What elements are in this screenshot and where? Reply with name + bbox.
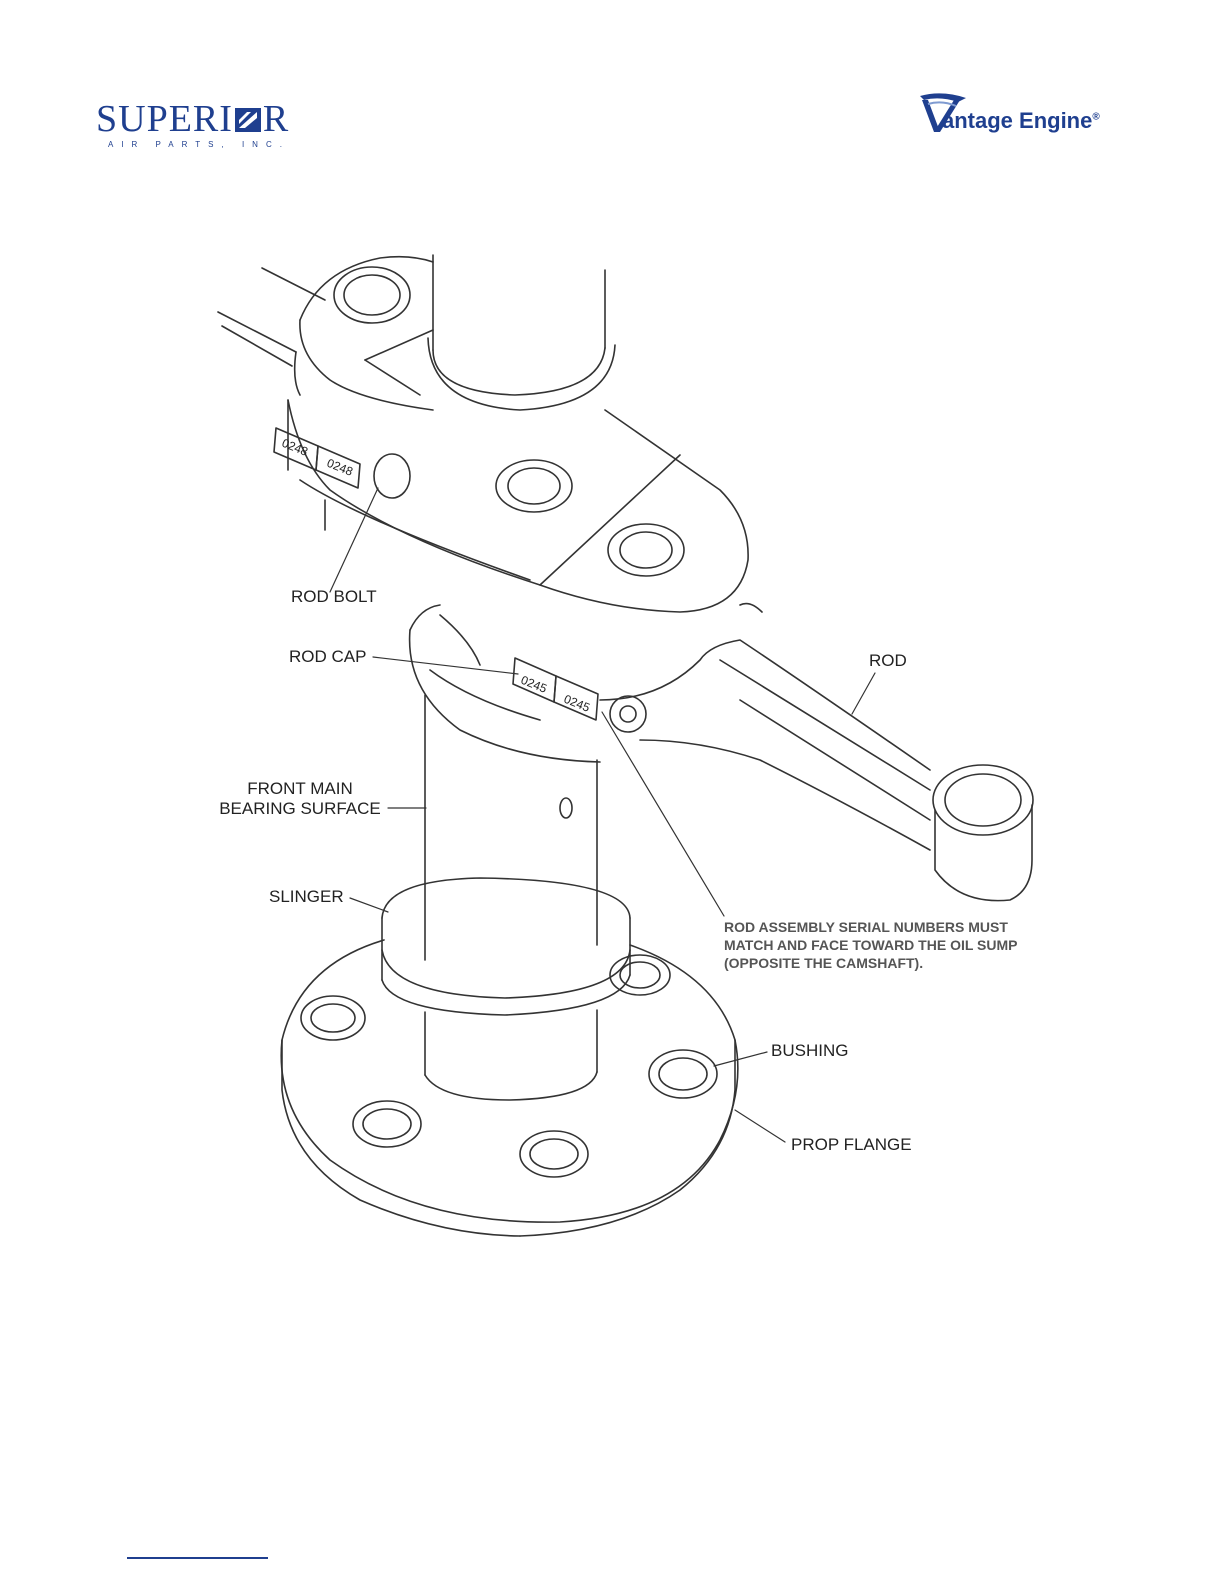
upper-crankshaft-journal (428, 255, 615, 410)
label-front-main-bearing: FRONT MAIN BEARING SURFACE (216, 779, 384, 819)
note-line2: MATCH AND FACE TOWARD THE OIL SUMP (724, 936, 1017, 954)
slinger (382, 878, 630, 1015)
prop-flange (281, 940, 738, 1236)
right-connecting-rod (600, 604, 1033, 901)
serial-upper-a: 0248 (280, 436, 310, 459)
upper-rod-cap-plate (288, 400, 748, 612)
lower-serial-tags (513, 658, 646, 732)
label-rod: ROD (869, 651, 907, 671)
label-rod-cap: ROD CAP (289, 647, 366, 667)
lower-rod-cap (410, 605, 600, 762)
label-prop-flange: PROP FLANGE (791, 1135, 912, 1155)
label-slinger: SLINGER (269, 887, 344, 907)
note-line3: (OPPOSITE THE CAMSHAFT). (724, 954, 1017, 972)
label-front-main-line2: BEARING SURFACE (216, 799, 384, 819)
label-front-main-line1: FRONT MAIN (216, 779, 384, 799)
note-line1: ROD ASSEMBLY SERIAL NUMBERS MUST (724, 918, 1017, 936)
flange-bushings (301, 955, 717, 1177)
serial-number-note: ROD ASSEMBLY SERIAL NUMBERS MUST MATCH A… (724, 918, 1017, 972)
lower-shaft (425, 1010, 597, 1100)
upper-rod-big-end (300, 257, 433, 410)
footer-rule (127, 1557, 268, 1559)
label-bushing: BUSHING (771, 1041, 848, 1061)
label-rod-bolt: ROD BOLT (291, 587, 377, 607)
front-main-bearing-shaft (425, 695, 597, 960)
upper-rod-beam (218, 268, 325, 395)
